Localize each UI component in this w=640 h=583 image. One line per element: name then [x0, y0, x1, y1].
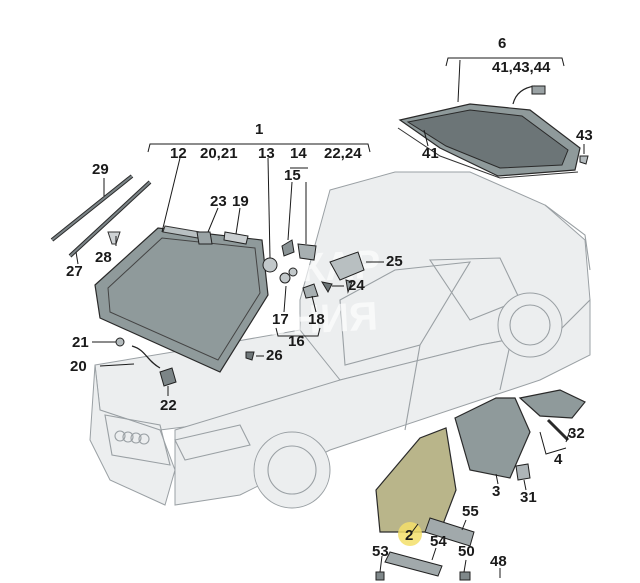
trim-strip-part — [50, 174, 152, 258]
label-13: 13 — [258, 145, 275, 162]
windshield-part — [94, 227, 269, 373]
clip-43-part — [579, 155, 589, 165]
rain-sensor-part — [131, 345, 177, 387]
label-16: 16 — [288, 333, 305, 350]
rear-door-glass-part — [454, 397, 531, 479]
label-22: 22 — [160, 397, 177, 414]
label-17: 17 — [272, 311, 289, 328]
brand-rings — [114, 430, 150, 445]
mirror-mount-parts — [262, 239, 333, 299]
label-53: 53 — [372, 543, 389, 560]
quarter-window-part — [518, 389, 586, 442]
label-14: 14 — [290, 145, 307, 162]
label-19: 19 — [232, 193, 249, 210]
label-6: 6 — [498, 35, 506, 52]
label-1: 1 — [255, 121, 263, 138]
sunroof-part — [397, 85, 581, 179]
pin-31-part — [515, 463, 531, 481]
label-24: 24 — [348, 277, 365, 294]
label-25: 25 — [386, 253, 403, 270]
label-27: 27 — [66, 263, 83, 280]
label-12: 12 — [170, 145, 187, 162]
callout-labels: 1 6 12 20,21 13 14 22,24 29 28 27 23 19 … — [66, 35, 593, 570]
clip-21-part — [115, 337, 125, 347]
label-23: 23 — [210, 193, 227, 210]
leader-lines — [75, 57, 585, 578]
label-48: 48 — [490, 553, 507, 570]
label-43: 43 — [576, 127, 593, 144]
label-29: 29 — [92, 161, 109, 178]
clip-part — [107, 231, 121, 245]
seal-strips-part — [375, 517, 475, 581]
label-41-43-44: 41,43,44 — [492, 59, 551, 76]
label-3: 3 — [492, 483, 500, 500]
label-55: 55 — [462, 503, 479, 520]
label-41: 41 — [422, 145, 439, 162]
label-22-24: 22,24 — [324, 145, 362, 162]
label-21: 21 — [72, 334, 89, 351]
clip-26-part — [245, 351, 255, 361]
rearview-mirror-part — [329, 251, 365, 294]
front-door-glass-part — [375, 427, 457, 546]
label-26: 26 — [266, 347, 283, 364]
label-32: 32 — [568, 425, 585, 442]
label-54: 54 — [430, 533, 447, 550]
label-15: 15 — [284, 167, 301, 184]
label-20: 20 — [70, 358, 87, 375]
label-31: 31 — [520, 489, 537, 506]
label-28: 28 — [95, 249, 112, 266]
label-50: 50 — [458, 543, 475, 560]
label-4: 4 — [554, 451, 563, 468]
label-2: 2 — [405, 527, 413, 544]
label-18: 18 — [308, 311, 325, 328]
sensor-bracket-part — [196, 231, 249, 245]
label-20-21: 20,21 — [200, 145, 238, 162]
car-body — [89, 171, 591, 509]
